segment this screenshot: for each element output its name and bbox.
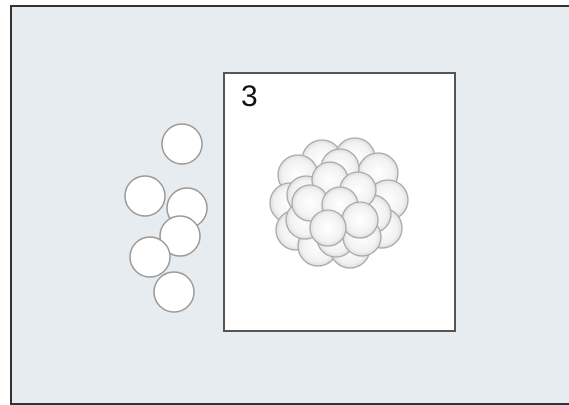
loose-cell	[154, 272, 194, 312]
loose-cell	[130, 237, 170, 277]
cells-illustration	[0, 0, 569, 395]
loose-cell	[125, 176, 165, 216]
cluster-cell	[310, 210, 346, 246]
cell-cluster	[270, 138, 408, 268]
loose-cell	[162, 124, 202, 164]
cluster-cell	[342, 202, 378, 238]
loose-cells	[125, 124, 207, 312]
